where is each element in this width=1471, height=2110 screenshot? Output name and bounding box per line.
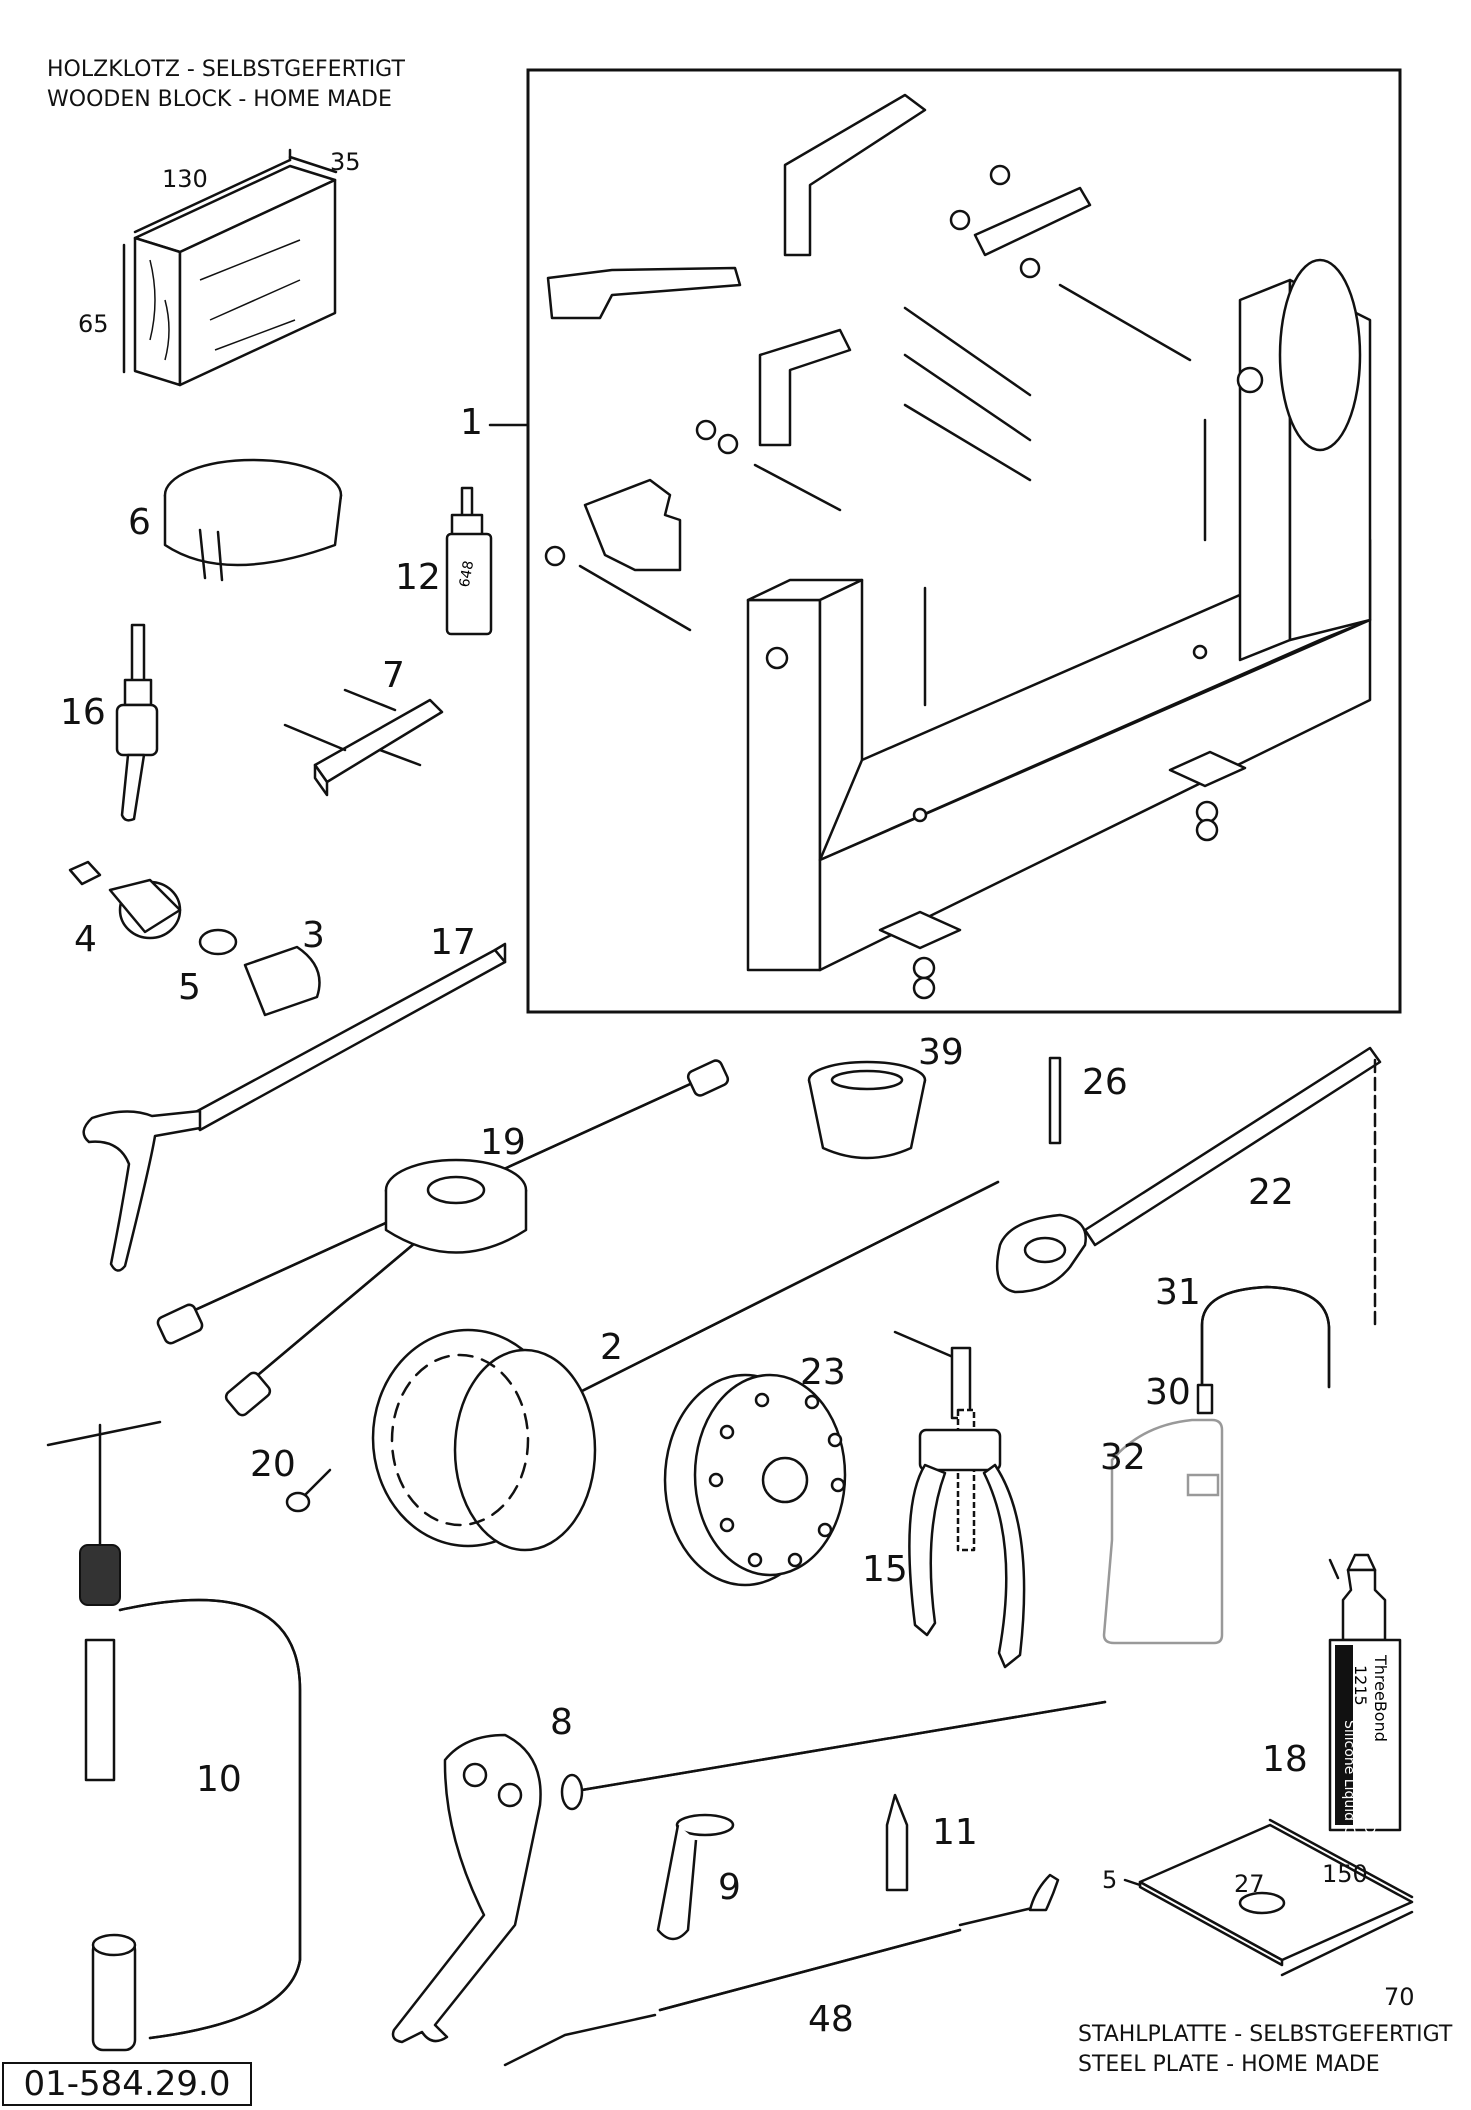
part-number-48: 48: [808, 1999, 854, 2040]
part-number-15: 15: [862, 1549, 908, 1590]
part-number-2: 2: [600, 1327, 623, 1368]
part-number-9: 9: [718, 1867, 741, 1908]
svg-text:648: 648: [457, 559, 477, 588]
wooden-block-drawing: [122, 148, 338, 387]
steel-plate-note-de: STAHLPLATTE - SELBSTGEFERTIGT: [1078, 2022, 1453, 2047]
part-number-3: 3: [302, 915, 325, 956]
part-number-8: 8: [550, 1702, 573, 1743]
engine-stand-kit-drawing: [488, 68, 1402, 1014]
fork-wrench-drawing: [82, 942, 507, 1272]
plate-thickness-dimension: 5: [1102, 1866, 1118, 1894]
part-number-1: 1: [460, 402, 483, 443]
oil-filter-wrench-drawing: [807, 1060, 927, 1160]
screw-drawing: [285, 1468, 332, 1513]
valve-spring-compressor-drawing: [46, 1420, 302, 2052]
slide-hammer-drawing: [115, 623, 159, 822]
adapter-drawing: [656, 1813, 735, 1941]
part-number-11: 11: [932, 1812, 978, 1853]
ring-tool-drawing: [163, 458, 343, 582]
holding-tool-drawing: [156, 1059, 730, 1417]
part-number-31: 31: [1155, 1272, 1201, 1313]
spark-tool-drawing: [885, 1793, 909, 1892]
part-number-12: 12: [395, 557, 441, 598]
part-number-16: 16: [60, 692, 106, 733]
chain-wrench-drawing: [995, 1046, 1382, 1327]
part-number-19: 19: [480, 1122, 526, 1163]
wooden-block-note-en: WOODEN BLOCK - HOME MADE: [47, 87, 392, 112]
part-number-10: 10: [196, 1759, 242, 1800]
grease-gun-drawing: [503, 1873, 1060, 2067]
part-number-23: 23: [800, 1352, 846, 1393]
clamp-tool-drawing: [283, 688, 444, 797]
part-number-20: 20: [250, 1444, 296, 1485]
svg-text:Silicone Liquid Gasket: Silicone Liquid Gasket: [1341, 1720, 1357, 1874]
pin-drawing: [1048, 1056, 1062, 1145]
svg-text:1215: 1215: [1351, 1665, 1370, 1706]
threadlocker-bottle-drawing: 648: [445, 486, 493, 636]
part-number-7: 7: [382, 655, 405, 696]
block-height-dimension: 65: [78, 310, 109, 338]
silicone-tube-drawing: ThreeBond 1215 Silicone Liquid Gasket Si…: [1328, 1553, 1402, 1887]
part-number-18: 18: [1262, 1739, 1308, 1780]
plate-width-dimension: 70: [1384, 1983, 1415, 2011]
part-number-17: 17: [430, 922, 476, 963]
block-length-dimension: 130: [162, 165, 208, 193]
plate-length-dimension: 150: [1322, 1860, 1368, 1888]
part-number-5: 5: [178, 967, 201, 1008]
wooden-block-note-de: HOLZKLOTZ - SELBSTGEFERTIGT: [47, 57, 405, 82]
document-number: 01-584.29.0: [2, 2062, 252, 2106]
socket-tools-drawing: [68, 860, 321, 1017]
flywheel-puller-drawing: [663, 1373, 847, 1587]
oil-can-drawing: [1102, 1383, 1224, 1645]
part-number-6: 6: [128, 502, 151, 543]
steel-plate-note-en: STEEL PLATE - HOME MADE: [1078, 2052, 1380, 2077]
steel-plate-drawing: [1123, 1818, 1414, 1977]
svg-text:ThreeBond: ThreeBond: [1371, 1654, 1390, 1742]
block-width-dimension: 35: [330, 148, 361, 176]
clutch-holder-drawing: [371, 1180, 1000, 1552]
part-number-30: 30: [1145, 1372, 1191, 1413]
svg-text:Silikon Flüssig-Dichtung: Silikon Flüssig-Dichtung: [1361, 1720, 1377, 1887]
hose-drawing: [1200, 1285, 1331, 1392]
part-number-22: 22: [1248, 1172, 1294, 1213]
part-number-4: 4: [74, 919, 97, 960]
part-number-32: 32: [1100, 1437, 1146, 1478]
bearing-puller-drawing: [893, 1330, 1026, 1669]
part-number-26: 26: [1082, 1062, 1128, 1103]
plate-hole-dimension: 27: [1234, 1870, 1265, 1898]
camshaft-tool-drawing: [391, 1700, 1107, 2044]
part-number-39: 39: [918, 1032, 964, 1073]
